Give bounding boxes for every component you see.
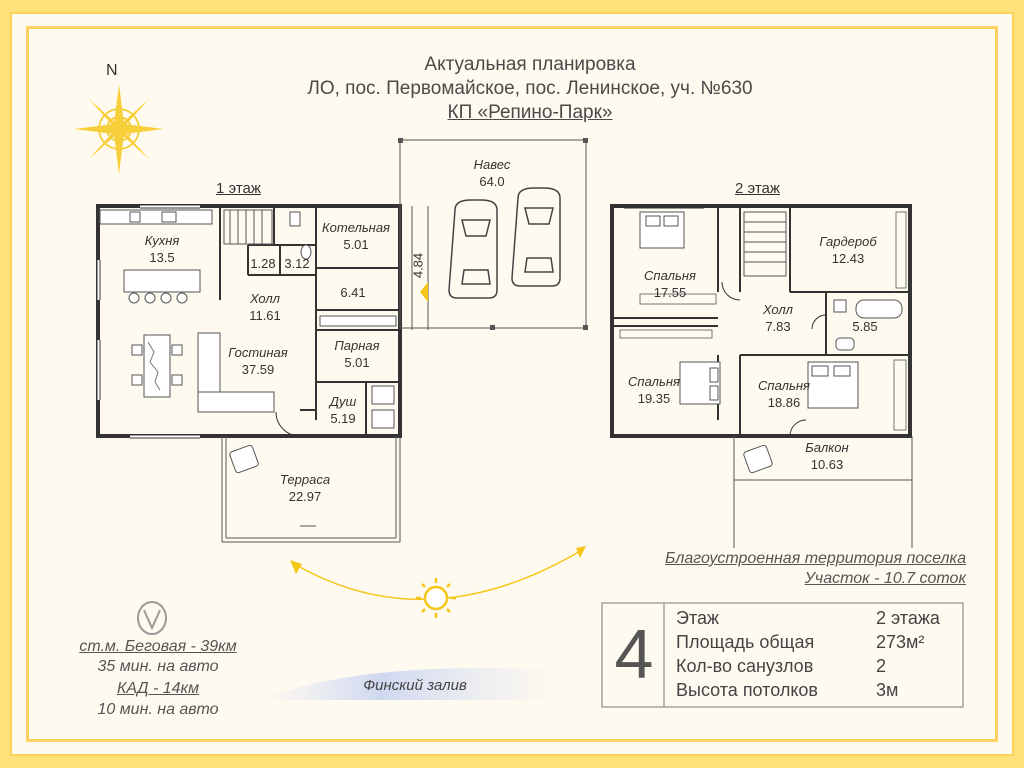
- room-shower-name: Душ: [329, 394, 357, 409]
- room-steam-area: 5.01: [344, 355, 370, 370]
- small-room-area-2: 3.12: [284, 256, 310, 271]
- room-bed1-area: 17.55: [653, 285, 687, 300]
- territory-line-1: Благоустроенная территория поселка: [664, 550, 966, 567]
- canopy-depth: 4.84: [410, 252, 426, 279]
- territory-line-2: Участок - 10.7 соток: [804, 570, 966, 587]
- info-row-1-value: 2 этажа: [876, 608, 940, 628]
- metro-time: 35 мин. на авто: [97, 658, 219, 675]
- car-icon: [448, 187, 561, 299]
- floor1-inner-walls: [219, 206, 400, 436]
- balcony-outline: [733, 436, 913, 548]
- small-room-area-1: 1.28: [250, 256, 276, 271]
- sun-icon: [416, 578, 456, 618]
- sofa-icon: [197, 332, 275, 413]
- kad-time: 10 мин. на авто: [97, 701, 219, 718]
- room-641-area: 6.41: [340, 285, 366, 300]
- info-row-3-value: 2: [876, 656, 887, 676]
- room-hall2-area: 7.83: [765, 319, 791, 334]
- header-line-1: Актуальная планировка: [424, 54, 636, 75]
- bathtub-icon: [833, 299, 903, 351]
- info-number: 4: [614, 615, 654, 693]
- floor2-walls: [610, 204, 912, 438]
- info-row-2-value: 273м²: [876, 632, 925, 652]
- compass-north-label: N: [106, 62, 118, 79]
- floor1-label: 1 этаж: [216, 180, 261, 197]
- room-terrace-name: Терраса: [279, 472, 331, 487]
- room-bed2-area: 19.35: [637, 391, 671, 406]
- room-kitchen-name: Кухня: [144, 233, 180, 248]
- floor2-label: 2 этаж: [735, 180, 780, 197]
- gulf-band: [260, 668, 560, 700]
- room-steam-name: Парная: [334, 338, 380, 353]
- armchair-icon: [229, 444, 259, 474]
- dining-table-icon: [131, 334, 183, 398]
- room-bed2-name: Спальня: [628, 374, 680, 389]
- room-kitchen-area: 13.5: [149, 250, 175, 265]
- room-living-name: Гостиная: [228, 345, 288, 360]
- canopy-name: Навес: [473, 157, 511, 172]
- room-balcony-area: 10.63: [810, 457, 844, 472]
- room-bed3-area: 18.86: [767, 395, 801, 410]
- info-box: [601, 602, 964, 708]
- room-balcony-name: Балкон: [805, 440, 849, 455]
- room-boiler-name: Котельная: [321, 220, 390, 235]
- room-wardrobe-name: Гардероб: [819, 234, 877, 249]
- compass-rose-icon: [74, 84, 164, 174]
- room-terrace-area: 22.97: [288, 489, 322, 504]
- metro-distance: ст.м. Беговая - 39км: [79, 638, 237, 655]
- kad-distance: КАД - 14км: [116, 680, 200, 697]
- room-hall2-name: Холл: [763, 302, 793, 317]
- room-bed3-name: Спальня: [758, 378, 810, 393]
- room-wardrobe-area: 12.43: [831, 251, 865, 266]
- info-row-4-label: Высота потолков: [676, 680, 818, 700]
- gulf-label: Финский залив: [363, 677, 467, 694]
- info-row-4-value: 3м: [876, 680, 899, 700]
- header-line-3: КП «Репино-Парк»: [447, 102, 613, 123]
- room-living-area: 37.59: [241, 362, 275, 377]
- room-hall1-area: 11.61: [249, 308, 281, 323]
- canopy-area: 64.0: [479, 174, 505, 189]
- header-line-2: ЛО, пос. Первомайское, пос. Ленинское, у…: [307, 78, 753, 99]
- bed-icon: [639, 211, 859, 409]
- room-shower-area: 5.19: [330, 411, 356, 426]
- room-bath2-area: 5.85: [852, 319, 878, 334]
- info-row-3-label: Кол-во санузлов: [676, 656, 814, 676]
- terrace-outline: [221, 436, 401, 543]
- room-bed1-name: Спальня: [644, 268, 696, 283]
- room-boiler-area: 5.01: [343, 237, 369, 252]
- info-row-1-label: Этаж: [676, 608, 720, 628]
- info-row-2-label: Площадь общая: [676, 632, 815, 652]
- metro-icon: [137, 601, 167, 635]
- room-hall1-name: Холл: [250, 291, 280, 306]
